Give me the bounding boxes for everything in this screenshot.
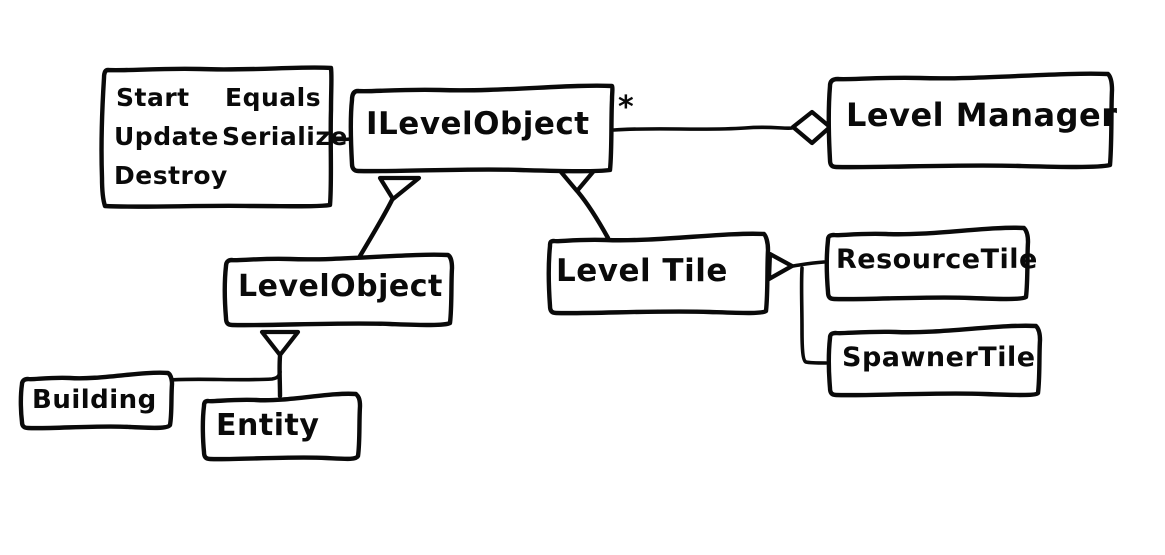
node-methods-box[interactable] (99, 65, 334, 209)
node-leveltile-box[interactable] (546, 231, 771, 316)
node-label-ilevelobject: ILevelObject (366, 106, 590, 142)
edge-resourcetile-to-leveltile (766, 251, 826, 282)
note-line-2-col-1: Update (114, 122, 219, 151)
edge-methods-to-ilevelobject (330, 137, 352, 142)
note-line-1-col-1: Start (116, 83, 190, 112)
node-ilevelobject-box[interactable] (348, 83, 615, 174)
edge-spawnertile-to-leveltile (799, 266, 828, 365)
node-entity-box[interactable] (200, 391, 363, 462)
note-line-2-col-2: Serialize (222, 122, 348, 151)
edge-entity-to-levelobject (259, 329, 301, 399)
node-label-building: Building (32, 385, 157, 415)
note-line-3-col-1: Destroy (114, 161, 228, 190)
node-levelmanager-box[interactable] (826, 71, 1115, 170)
node-label-resourcetile: ResourceTile (836, 244, 1038, 275)
node-label-leveltile: Level Tile (556, 253, 728, 289)
node-label-levelobject: LevelObject (238, 269, 443, 304)
edge-ilevelobject-to-levelmanager (612, 109, 833, 146)
node-label-levelmanager: Level Manager (846, 96, 1118, 134)
edge-leveltile-to-ilevelobject (558, 163, 611, 241)
node-levelobject-box[interactable] (222, 252, 455, 328)
node-spawnertile-box[interactable] (826, 323, 1043, 398)
edge-levelobject-to-ilevelobject (357, 175, 422, 259)
node-building-box[interactable] (18, 370, 175, 431)
note-line-1-col-2: Equals (225, 83, 322, 112)
node-label-spawnertile: SpawnerTile (842, 342, 1036, 373)
node-label-entity: Entity (216, 408, 320, 443)
edge-building-to-levelobject (168, 370, 282, 382)
node-resourcetile-box[interactable] (824, 225, 1031, 302)
multiplicity-star: * (618, 90, 634, 125)
